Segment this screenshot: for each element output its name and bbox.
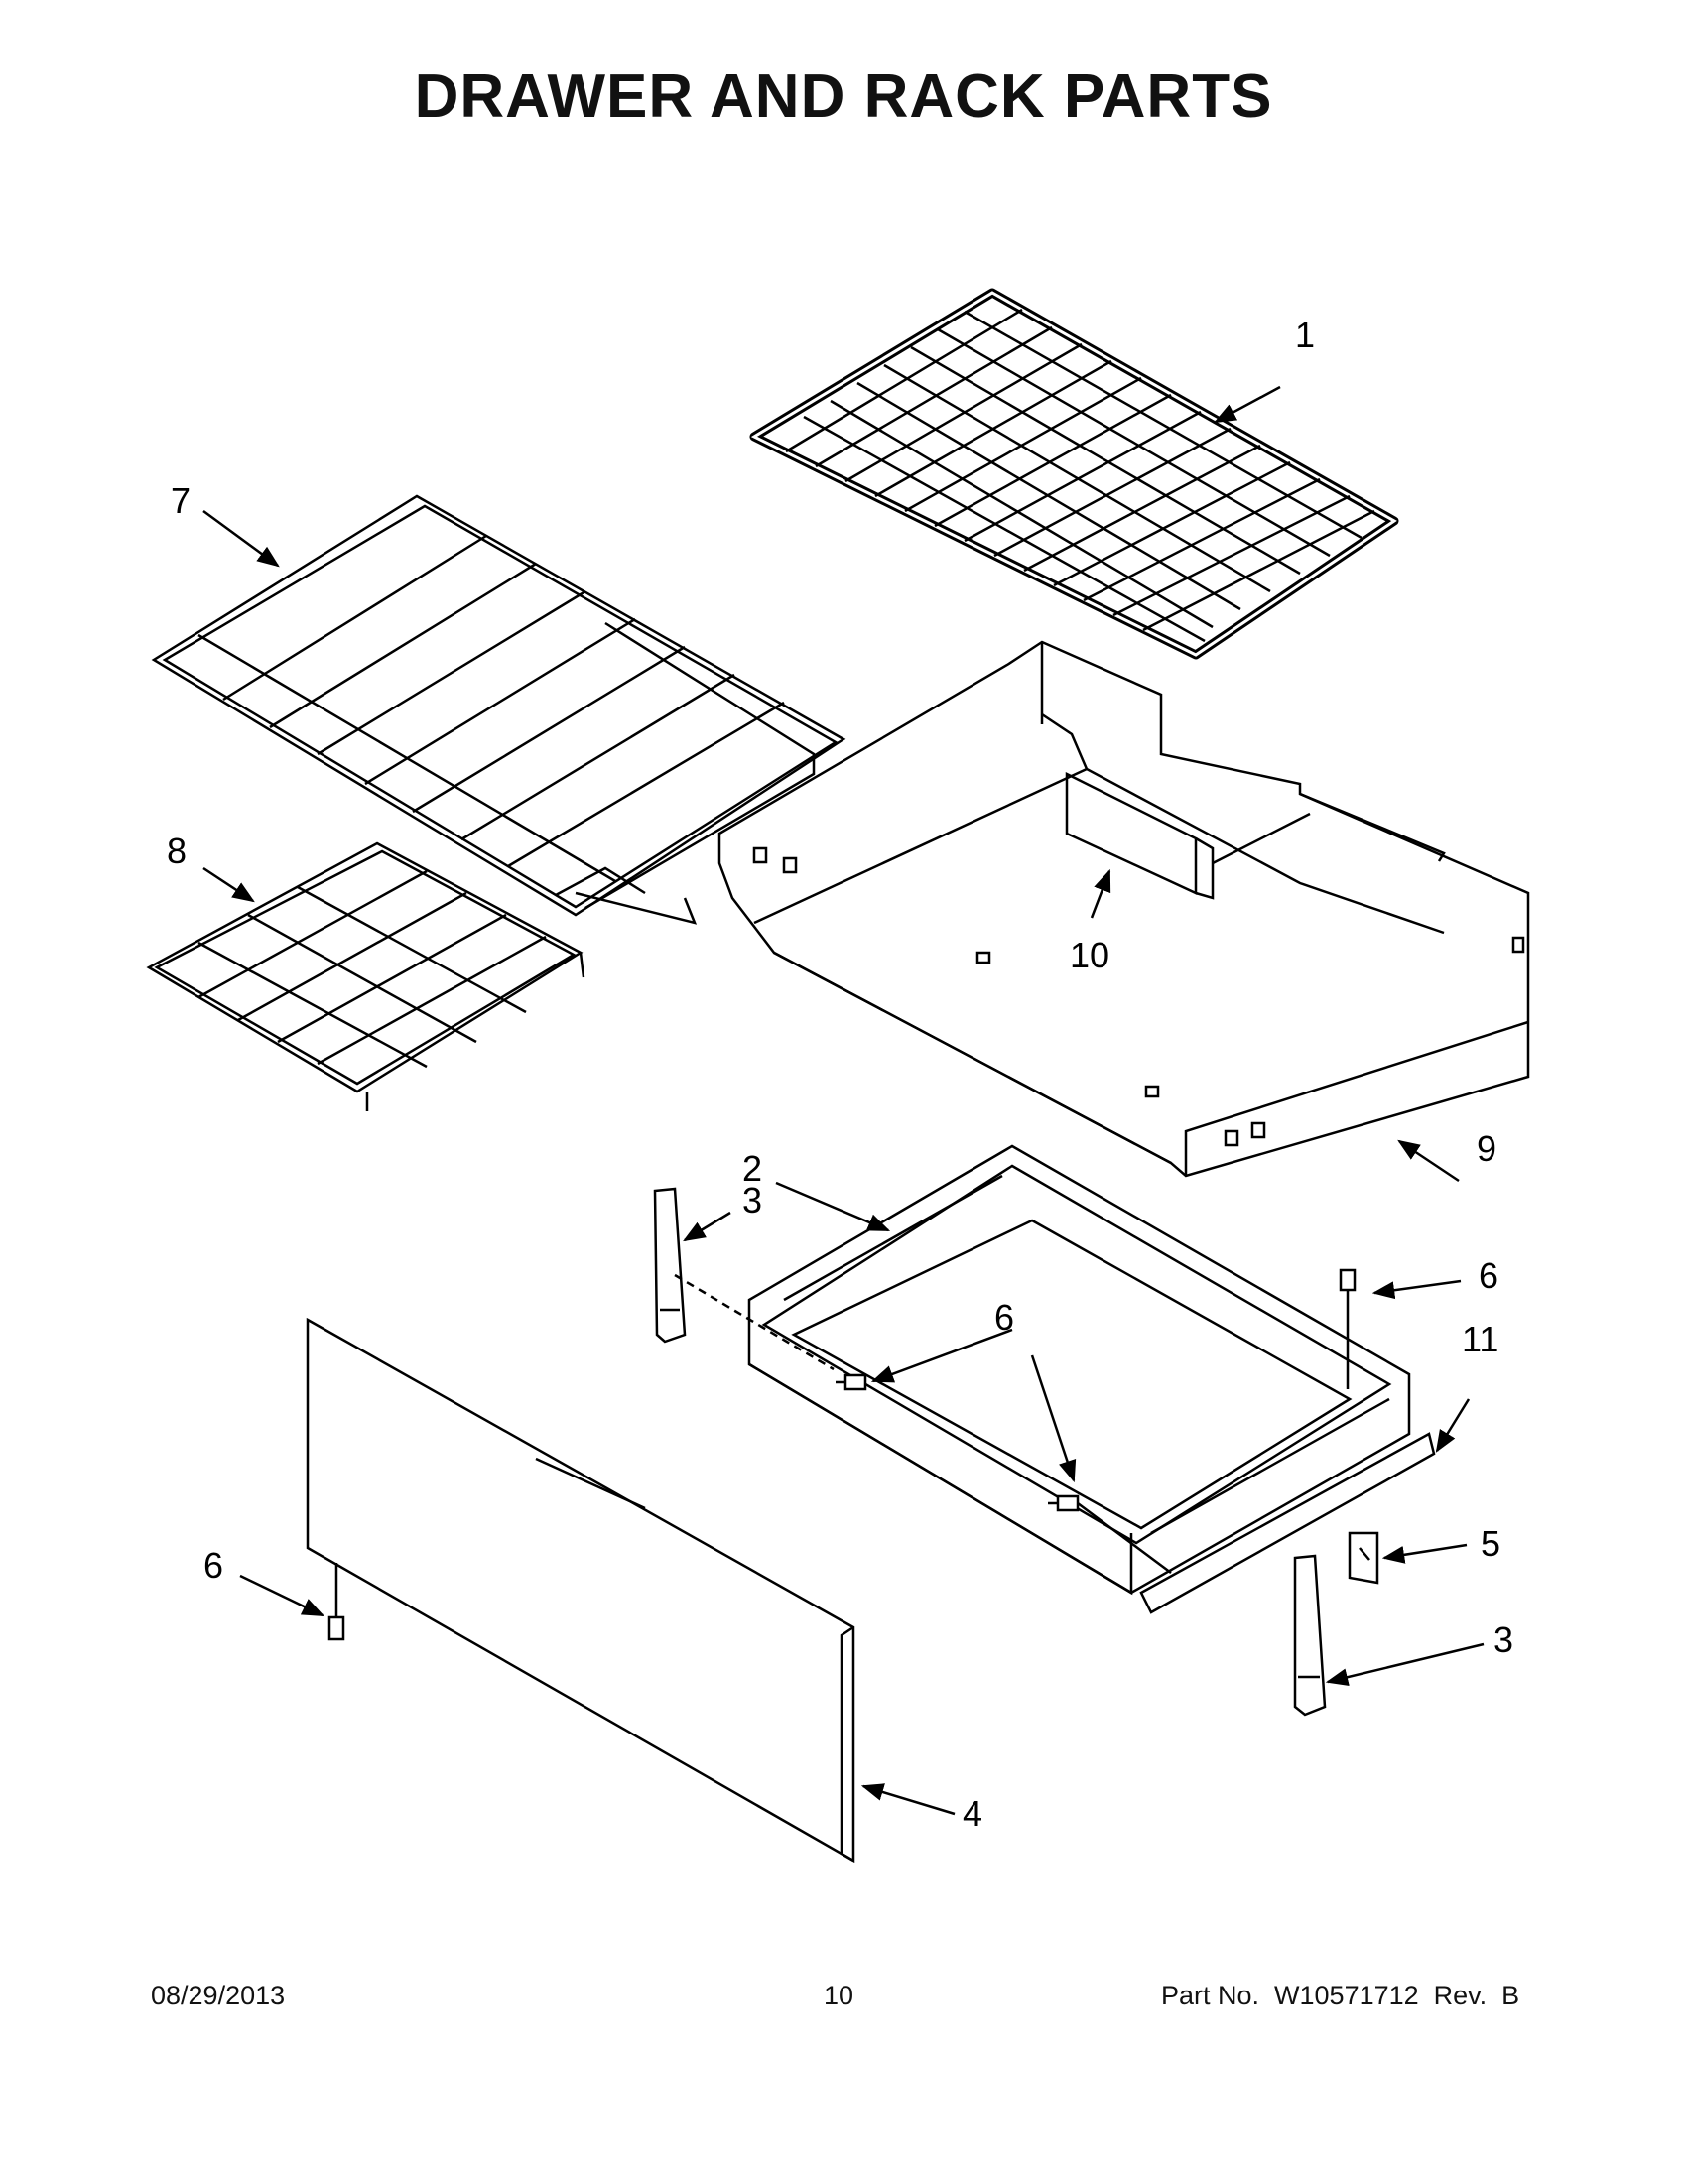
callout-5: 5: [1481, 1523, 1500, 1564]
callout-leaders: [202, 385, 1485, 1816]
half-rack-part-8: [146, 841, 585, 1111]
callout-2: 2: [742, 1148, 762, 1189]
callout-3-right: 3: [1493, 1619, 1513, 1660]
callout-1: 1: [1295, 315, 1315, 355]
rail-guide-part-3-left: [653, 1187, 687, 1344]
callout-6-left: 6: [203, 1545, 223, 1586]
page-title: DRAWER AND RACK PARTS: [414, 63, 1273, 131]
drawer-body-part-2: [747, 1144, 1411, 1596]
callout-labels: 1 7 8 10 9 2 3 6 6 11 6 5 3 4: [167, 315, 1513, 1834]
callout-7: 7: [171, 480, 191, 521]
callout-4: 4: [963, 1793, 982, 1834]
divider-plate-part-10: [1065, 771, 1311, 900]
drawer-housing-part-9: [717, 640, 1530, 1178]
rollout-rack-part-7: [151, 494, 846, 925]
callout-6-right: 6: [1479, 1255, 1498, 1296]
callout-6-center: 6: [994, 1297, 1014, 1338]
callout-9: 9: [1477, 1128, 1496, 1169]
slide-rail-part-11: [1139, 1432, 1436, 1614]
footer-page-number: 10: [824, 1981, 854, 2010]
callout-3-left: 3: [742, 1180, 762, 1220]
footer-date: 08/29/2013: [151, 1981, 286, 2010]
callout-11: 11: [1462, 1319, 1498, 1359]
callout-10: 10: [1070, 935, 1109, 975]
clip-part-5: [1348, 1531, 1379, 1585]
drawer-front-part-4: [306, 1317, 855, 1863]
oven-rack-part-1: [749, 288, 1399, 660]
footer-part-number: Part No. W10571712 Rev. B: [1161, 1981, 1520, 2010]
rail-guide-part-3-right: [1293, 1554, 1327, 1717]
callout-8: 8: [167, 831, 187, 871]
screw-part-6: [327, 1268, 1357, 1641]
